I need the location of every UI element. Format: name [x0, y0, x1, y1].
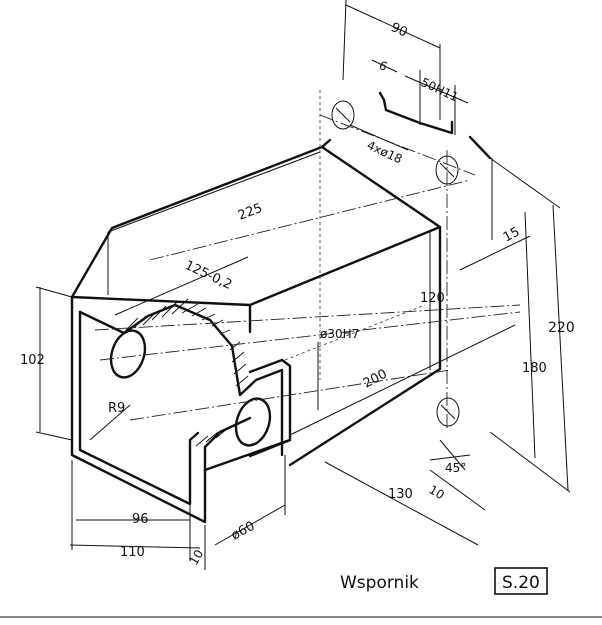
dim-102: 102: [20, 353, 45, 368]
section-hatching: [125, 298, 249, 447]
hidden-lines: [284, 90, 426, 380]
flange-top-slot: [378, 91, 454, 135]
dim-10-right: 10: [427, 482, 447, 502]
drawing-title: Wspornik: [340, 573, 419, 593]
bolt-hole: [331, 100, 355, 130]
dim-r9: R9: [108, 401, 125, 416]
dim-96: 96: [132, 512, 149, 527]
channel-inner-wall: [78, 310, 200, 506]
dim-220: 220: [548, 320, 575, 336]
flange-corner-edge: [468, 135, 492, 160]
dim-130: 130: [388, 487, 413, 502]
dim-90: 90: [388, 20, 409, 41]
flange-edge: [320, 77, 490, 432]
box-back-edge: [320, 138, 332, 149]
dimension-labels: 90 6 50H11 4xø18 15 225 125-0,2 120 220 …: [20, 20, 575, 567]
dim-10-bottom: 10: [186, 547, 206, 567]
sheet-label: S.20: [502, 573, 540, 593]
dim-45: 45°: [445, 461, 466, 475]
box-front-face: [70, 295, 207, 524]
sheet-label-box: [494, 567, 548, 595]
dimension-lines: [35, 0, 571, 570]
dim-15: 15: [501, 225, 523, 246]
channel-inner-profile: [78, 303, 284, 457]
dim-120: 120: [420, 291, 445, 306]
bolt-hole: [436, 397, 460, 427]
dim-6: 6: [377, 58, 390, 74]
bore-opening-left: [109, 329, 147, 379]
box-right-face: [288, 225, 442, 467]
lower-inner-edge: [203, 438, 292, 472]
box-body: [70, 138, 442, 524]
dim-180: 180: [522, 361, 547, 376]
box-top-face: [70, 145, 442, 307]
box-fill: [72, 147, 440, 522]
dim-110: 110: [120, 545, 145, 560]
dim-30h7: ø30H7: [320, 327, 359, 341]
dim-60: ø60: [229, 519, 258, 544]
center-lines: [94, 114, 521, 430]
